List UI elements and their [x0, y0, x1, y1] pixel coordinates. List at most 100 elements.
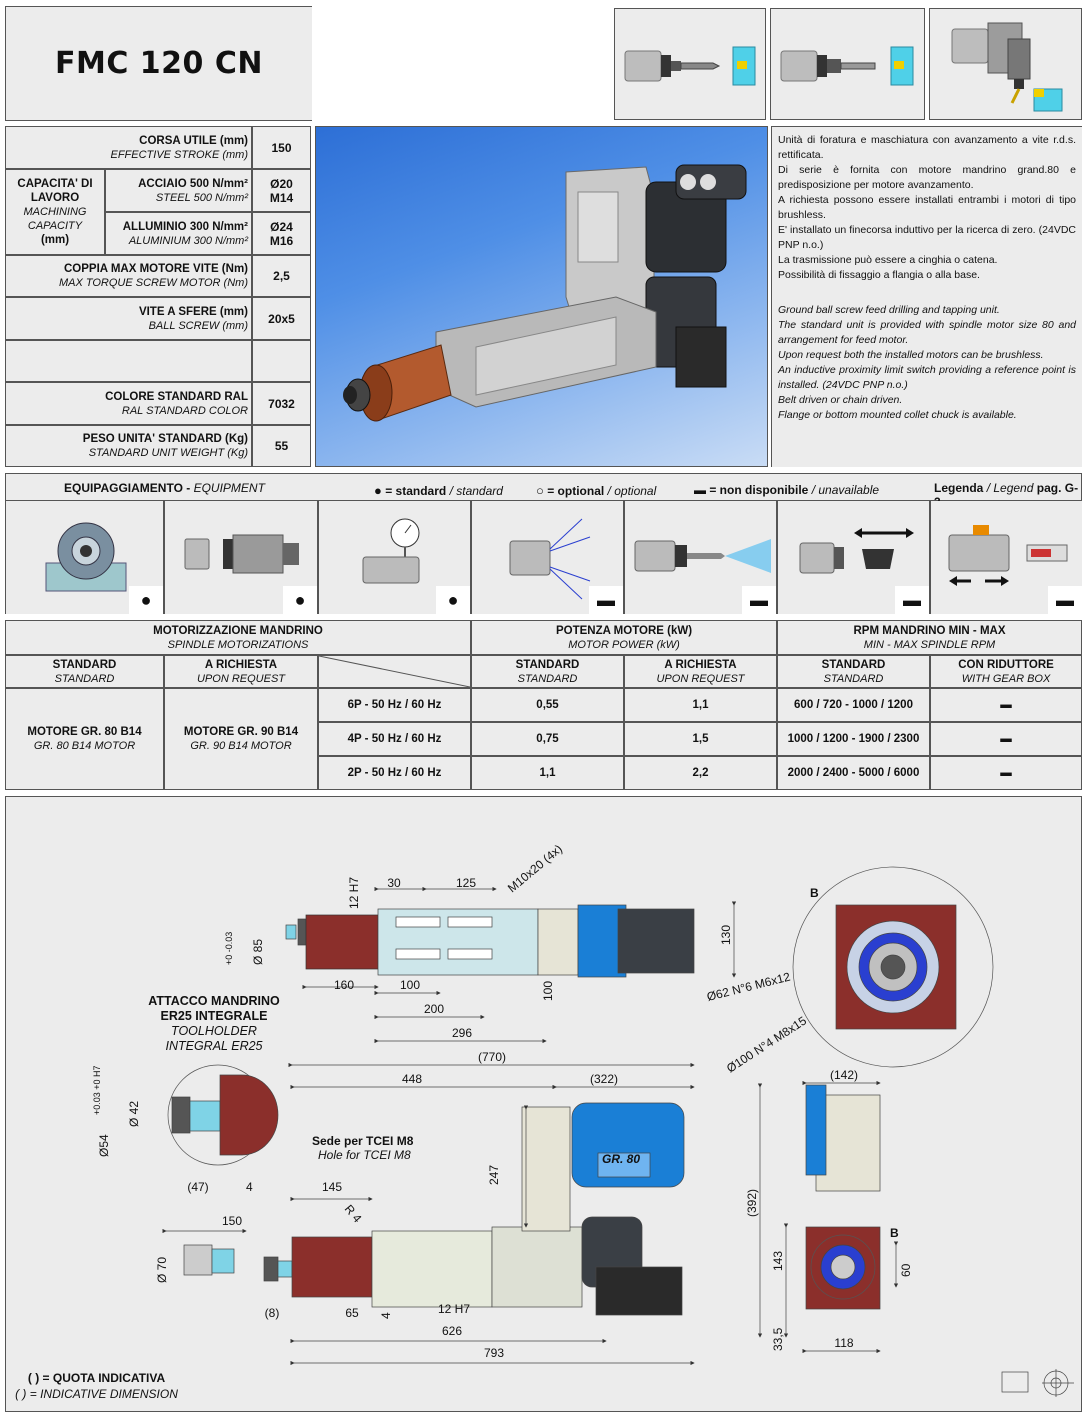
equipment-gauge: ●: [318, 501, 471, 614]
dim-d85-tol: +0 -0.03: [224, 932, 234, 965]
empty-row-value: [252, 340, 311, 382]
row2-power-req: 1,5: [624, 722, 777, 756]
indicative-note: ( ) = QUOTA INDICATIVA ( ) = INDICATIVE …: [15, 1371, 178, 1401]
screw-label: VITE A SFERE (mm)BALL SCREW (mm): [5, 297, 252, 340]
dim-60: 60: [899, 1263, 913, 1277]
legend-unavailable: ▬ = non disponibile / unavailable: [694, 483, 880, 497]
drilling-unit-photo: [343, 164, 747, 422]
dim-12h7b: 12 H7: [438, 1302, 470, 1316]
equipment-mark-7: ▬: [1048, 586, 1082, 614]
dim-160: 160: [334, 978, 354, 992]
toolholder-label-en-1: TOOLHOLDER: [171, 1024, 257, 1038]
row2-power-std: 0,75: [471, 722, 624, 756]
description-box: Unità di foratura e maschiatura con avan…: [771, 126, 1082, 467]
dim-118: 118: [834, 1336, 853, 1350]
equipment-mark-1: ●: [129, 586, 163, 614]
dimension-drawing: 30 125 M10x20 (4x) 12 H7 Ø 85 +0 -0.03 1…: [92, 842, 1074, 1397]
row3-rpm: 2000 / 2400 - 5000 / 6000: [777, 756, 930, 790]
toolholder-label-2: ER25 INTEGRALE: [161, 1009, 268, 1023]
dim-247: 247: [487, 1165, 501, 1185]
dim-r4: R 4: [342, 1202, 365, 1226]
sub-empty-diagonal: [318, 655, 471, 688]
dim-296: 296: [452, 1026, 472, 1040]
dim-d100c: Ø100 N°4 M8x15: [724, 1013, 809, 1075]
label-b-front: B: [890, 1226, 899, 1240]
dim-100b: 100: [541, 981, 555, 1001]
dim-d70: Ø 70: [155, 1257, 169, 1283]
row1-gearbox: ▬: [930, 688, 1082, 722]
screw-value: 20x5: [252, 297, 311, 340]
dim-200: 200: [424, 1002, 444, 1016]
equipment-mark-5: ▬: [742, 586, 776, 614]
dim-65: 65: [345, 1306, 359, 1320]
row2-rpm: 1000 / 1200 - 1900 / 2300: [777, 722, 930, 756]
motor-size-label: GR. 80: [602, 1152, 640, 1166]
dim-150: 150: [222, 1214, 242, 1228]
equipment-electronic-control: ▬: [930, 501, 1082, 614]
power-header: POTENZA MOTORE (kW)MOTOR POWER (kW): [471, 620, 777, 655]
dim-143: 143: [771, 1251, 785, 1271]
dim-30: 30: [387, 876, 401, 890]
toolholder-label-en-2: INTEGRAL ER25: [165, 1039, 262, 1053]
electronic-control-icon: [948, 525, 1068, 586]
weight-value: 55: [252, 425, 311, 467]
row1-poles: 6P - 50 Hz / 60 Hz: [318, 688, 471, 722]
equipment-mark-3: ●: [436, 586, 470, 614]
dim-d62: Ø62 N°6 M6x12: [705, 970, 792, 1004]
dim-793: 793: [484, 1346, 504, 1360]
description-en: Ground ball screw feed drilling and tapp…: [778, 304, 1076, 421]
toolholder-label-1: ATTACCO MANDRINO: [148, 994, 280, 1008]
dim-4a: 4: [246, 1180, 253, 1194]
hole-label: Sede per TCEI M8: [312, 1134, 414, 1148]
base-mount-icon: [184, 534, 299, 574]
row3-gearbox: ▬: [930, 756, 1082, 790]
row3-power-std: 1,1: [471, 756, 624, 790]
dim-d54: Ø54: [97, 1134, 111, 1157]
dim-m10: M10x20 (4x): [505, 842, 565, 896]
dim-448: 448: [402, 1072, 422, 1086]
through-coolant-icon: [634, 539, 771, 573]
equipment-base-mount: ●: [164, 501, 318, 614]
row3-power-req: 2,2: [624, 756, 777, 790]
dim-d54-tol: +0.03 +0 H7: [92, 1065, 102, 1115]
equipment-mark-2: ●: [283, 586, 317, 614]
hole-label-en: Hole for TCEI M8: [318, 1148, 411, 1162]
dim-142: (142): [830, 1068, 858, 1082]
label-b-top: B: [810, 886, 819, 900]
equipment-quick-change: ▬: [777, 501, 930, 614]
drilling-icon: [624, 46, 756, 86]
equipment-header: EQUIPAGGIAMENTO - EQUIPMENT ● = standard…: [5, 473, 1082, 509]
description-it: Unità di foratura e maschiatura con avan…: [778, 134, 1076, 281]
product-title: FMC 120 CN: [55, 46, 263, 81]
row1-power-std: 0,55: [471, 688, 624, 722]
stroke-value: 150: [252, 126, 311, 169]
dim-770: (770): [478, 1050, 506, 1064]
legend-optional: ○ = optional / optional: [536, 483, 657, 498]
dim-8: (8): [265, 1306, 280, 1320]
coolant-spray-icon: [509, 518, 591, 600]
quick-change-icon: [799, 528, 914, 574]
equipment-mark-4: ▬: [589, 586, 623, 614]
dim-145: 145: [322, 1180, 342, 1194]
dim-392: (392): [745, 1189, 759, 1217]
product-photo: [315, 126, 768, 467]
equipment-title: EQUIPAGGIAMENTO - EQUIPMENT: [64, 481, 265, 495]
weight-label: PESO UNITA' STANDARD (Kg)STANDARD UNIT W…: [5, 425, 252, 467]
title-box: FMC 120 CN: [5, 6, 312, 121]
stroke-label: CORSA UTILE (mm)EFFECTIVE STROKE (mm): [5, 126, 252, 169]
op-drilling-image: [614, 8, 766, 120]
row1-rpm: 600 / 720 - 1000 / 1200: [777, 688, 930, 722]
dim-626: 626: [442, 1324, 462, 1338]
